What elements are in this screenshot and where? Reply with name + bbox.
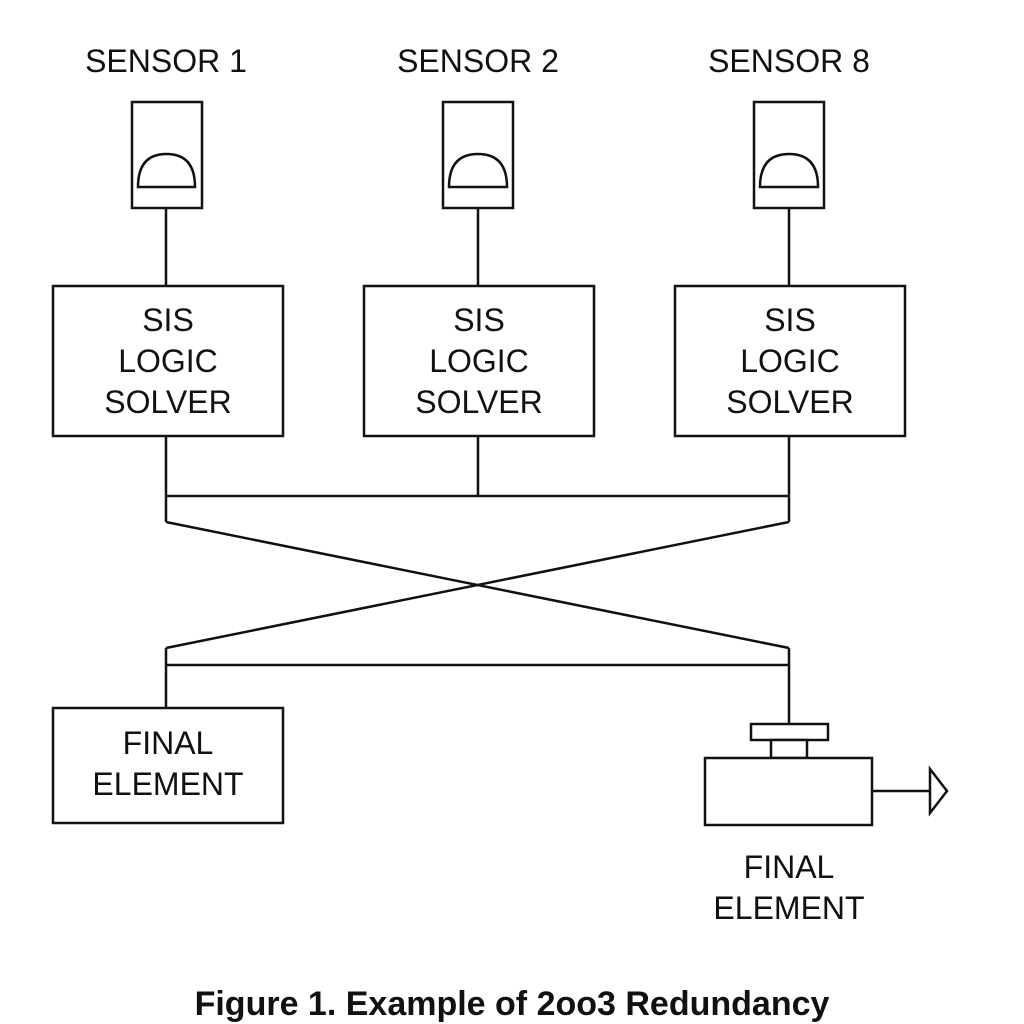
figure-caption: Figure 1. Example of 2oo3 Redundancy (195, 985, 830, 1023)
logic-solver-3-line-2: LOGIC (740, 343, 840, 379)
sensor-1: SENSOR 1 (85, 43, 247, 210)
logic-solver-1-line-3: SOLVER (104, 384, 231, 420)
logic-solver-2-line-1: SIS (453, 302, 505, 338)
logic-solver-2-line-2: LOGIC (429, 343, 529, 379)
logic-solver-2: SIS LOGIC SOLVER (362, 284, 596, 438)
valve-body (703, 756, 874, 827)
logic-solver-3-line-3: SOLVER (726, 384, 853, 420)
sensor-1-label: SENSOR 1 (85, 43, 247, 79)
final-element-1-line-2: ELEMENT (92, 766, 243, 802)
logic-solver-3-line-1: SIS (764, 302, 816, 338)
sensor-2-label: SENSOR 2 (397, 43, 559, 79)
arrow-right-icon (928, 765, 949, 817)
final-element-1-line-1: FINAL (123, 725, 214, 761)
logic-solver-3-box (673, 284, 907, 438)
crossover-wire-right-to-left (165, 520, 790, 650)
final-element-2-line-2: ELEMENT (713, 890, 864, 926)
valve-actuator-icon (703, 722, 949, 827)
logic-solver-1: SIS LOGIC SOLVER (51, 284, 285, 438)
sensor-dome-icon (136, 152, 197, 189)
logic-solver-1-box (51, 284, 285, 438)
sensor-dome-icon (758, 152, 820, 189)
final-element-1: FINAL ELEMENT (51, 706, 285, 825)
final-element-2: FINAL ELEMENT (703, 722, 949, 926)
logic-solver-2-box (362, 284, 596, 438)
final-element-1-box (51, 706, 285, 825)
sensor-3-label: SENSOR 8 (708, 43, 870, 79)
sensor-dome-icon (447, 152, 509, 189)
actuator-stem (769, 738, 809, 760)
logic-solver-1-line-1: SIS (142, 302, 194, 338)
logic-solver-3: SIS LOGIC SOLVER (673, 284, 907, 438)
logic-solver-2-line-3: SOLVER (415, 384, 542, 420)
logic-solver-1-line-2: LOGIC (118, 343, 218, 379)
sensor-3: SENSOR 8 (708, 43, 870, 210)
sensor-2: SENSOR 2 (397, 43, 559, 210)
final-element-2-line-1: FINAL (744, 849, 835, 885)
actuator-cap (749, 722, 830, 742)
